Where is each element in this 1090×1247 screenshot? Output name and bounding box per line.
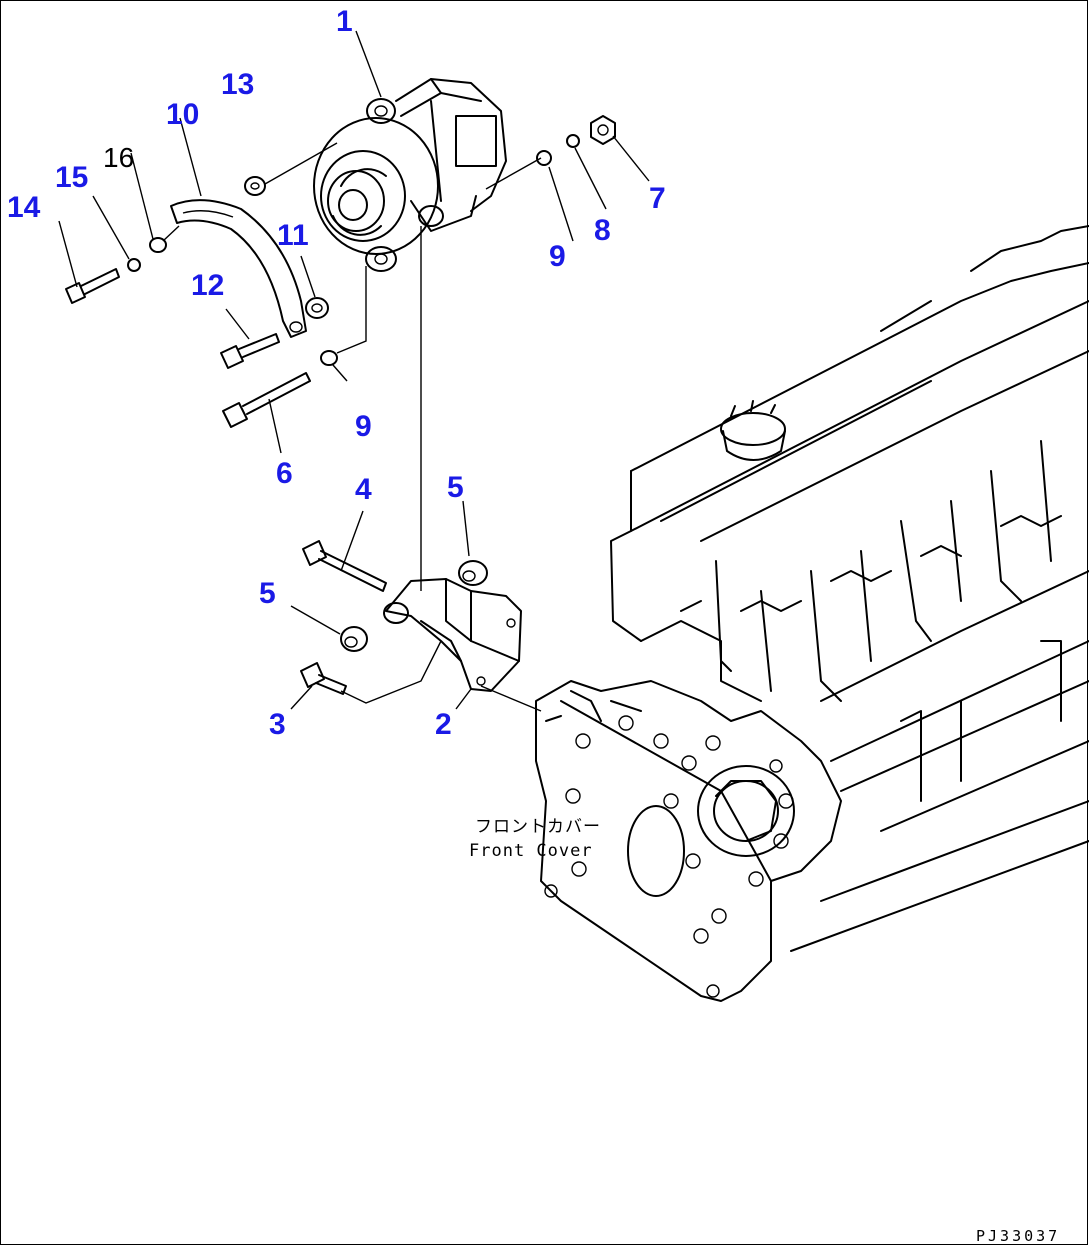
bolt-12 <box>220 333 280 369</box>
callout-16: 16 <box>103 142 134 173</box>
callout-2: 2 <box>435 708 452 741</box>
callout-14: 14 <box>7 191 41 224</box>
adjust-bar <box>170 199 307 338</box>
callout-4: 4 <box>355 473 372 506</box>
callout-6: 6 <box>276 457 293 490</box>
front-cover-label-en: Front Cover <box>469 841 593 861</box>
callout-13: 13 <box>221 68 254 101</box>
callout-1: 1 <box>336 5 353 38</box>
callout-10: 10 <box>166 98 199 131</box>
front-cover-label-jp: フロントカバー <box>475 817 601 837</box>
callout-5-lower: 5 <box>259 577 276 610</box>
bolt-4 <box>302 540 387 592</box>
bushing-5-lower <box>340 626 368 652</box>
drawing-code: PJ33037 <box>976 1227 1060 1245</box>
callout-11: 11 <box>277 219 309 252</box>
nut-7 <box>590 115 616 145</box>
callout-12: 12 <box>191 269 224 302</box>
lock-washer-15 <box>127 258 141 272</box>
alternator-assembly <box>313 78 507 272</box>
washer-16 <box>149 237 167 253</box>
bushing-5-upper <box>458 560 488 586</box>
spacer-11 <box>305 297 329 319</box>
washer-9-upper <box>536 150 552 166</box>
callout-9-upper: 9 <box>549 240 566 273</box>
leader-lines <box>58 30 650 712</box>
callout-3: 3 <box>269 708 286 741</box>
callout-9-lower: 9 <box>355 410 372 443</box>
bolt-6 <box>222 372 311 428</box>
lock-washer-8 <box>566 134 580 148</box>
callout-5-upper: 5 <box>447 471 464 504</box>
callout-15: 15 <box>55 161 88 194</box>
callout-7: 7 <box>649 182 666 215</box>
callout-8: 8 <box>594 214 611 247</box>
washer-9-lower <box>320 350 338 366</box>
bolt-3 <box>300 662 347 695</box>
engine-block <box>535 225 1089 1002</box>
alternator-bracket <box>383 578 522 692</box>
washer-13 <box>244 176 266 196</box>
bolt-14 <box>65 268 120 304</box>
